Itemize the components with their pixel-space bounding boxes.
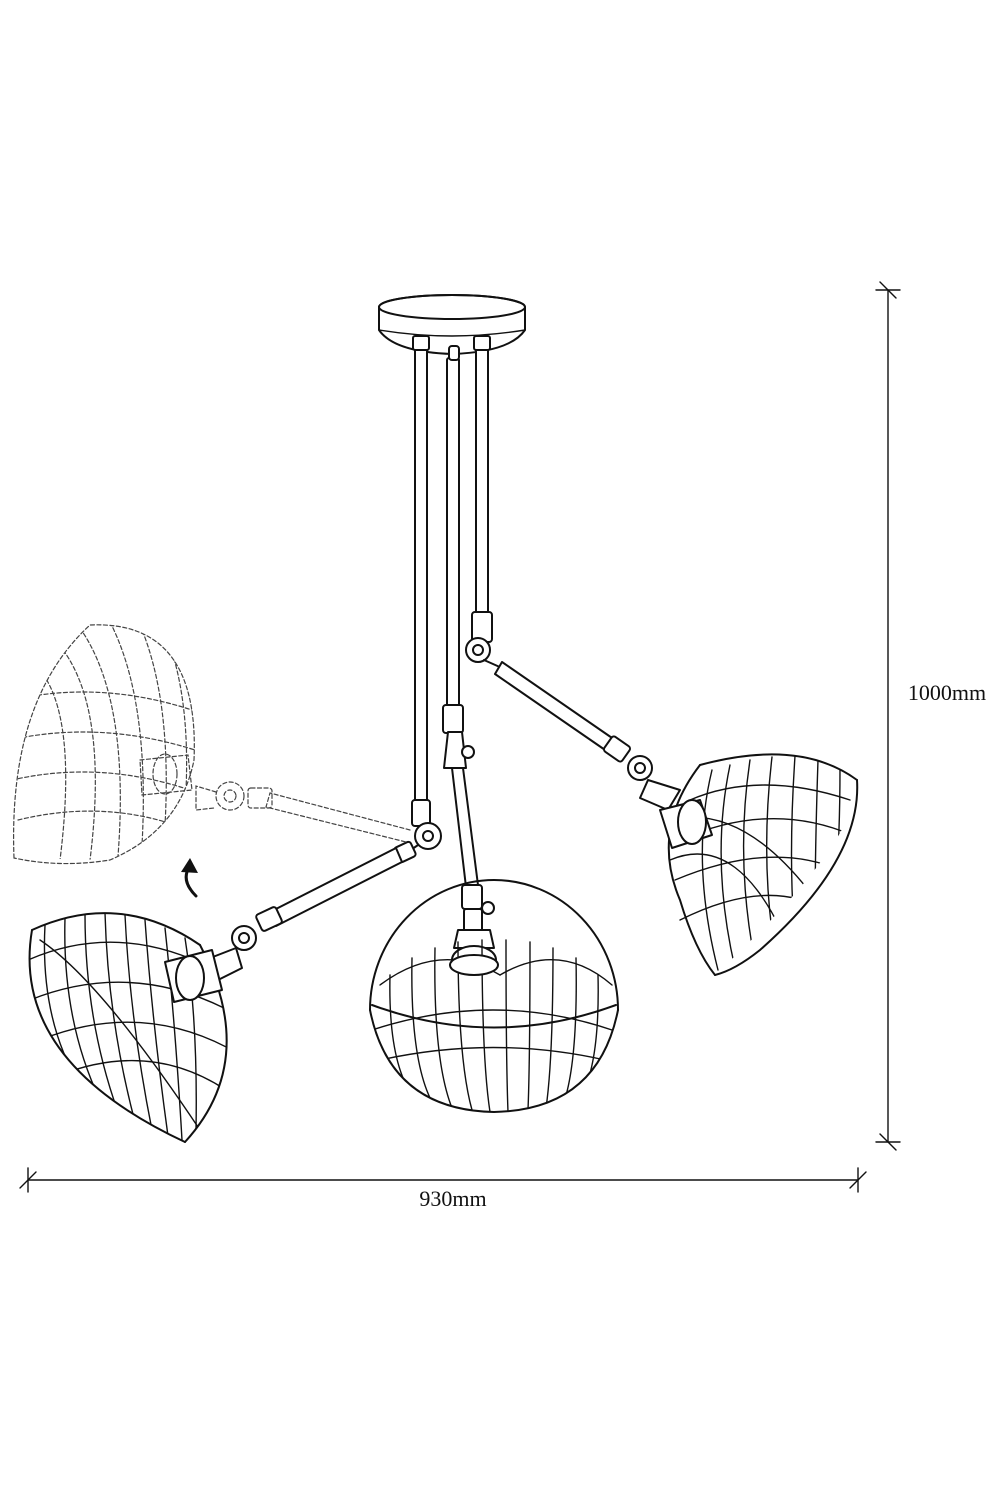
lamp-arm-right [465,611,681,811]
lamp-shade-center [369,879,619,1113]
width-label: 930mm [419,1186,486,1211]
lamp-shade-right [659,753,859,976]
lamp-shade-left [28,912,228,1143]
lamp-arm-left [204,799,442,983]
lamp-arm-ghost-position [195,781,411,843]
curved-arrow-icon [181,858,198,898]
height-label: 1000mm [908,680,986,705]
width-dimension: 930mm [19,1167,867,1211]
height-dimension: 1000mm [875,281,997,1151]
lamp-shade-ghost-position [12,624,195,865]
lamp-arm-center [442,704,497,975]
